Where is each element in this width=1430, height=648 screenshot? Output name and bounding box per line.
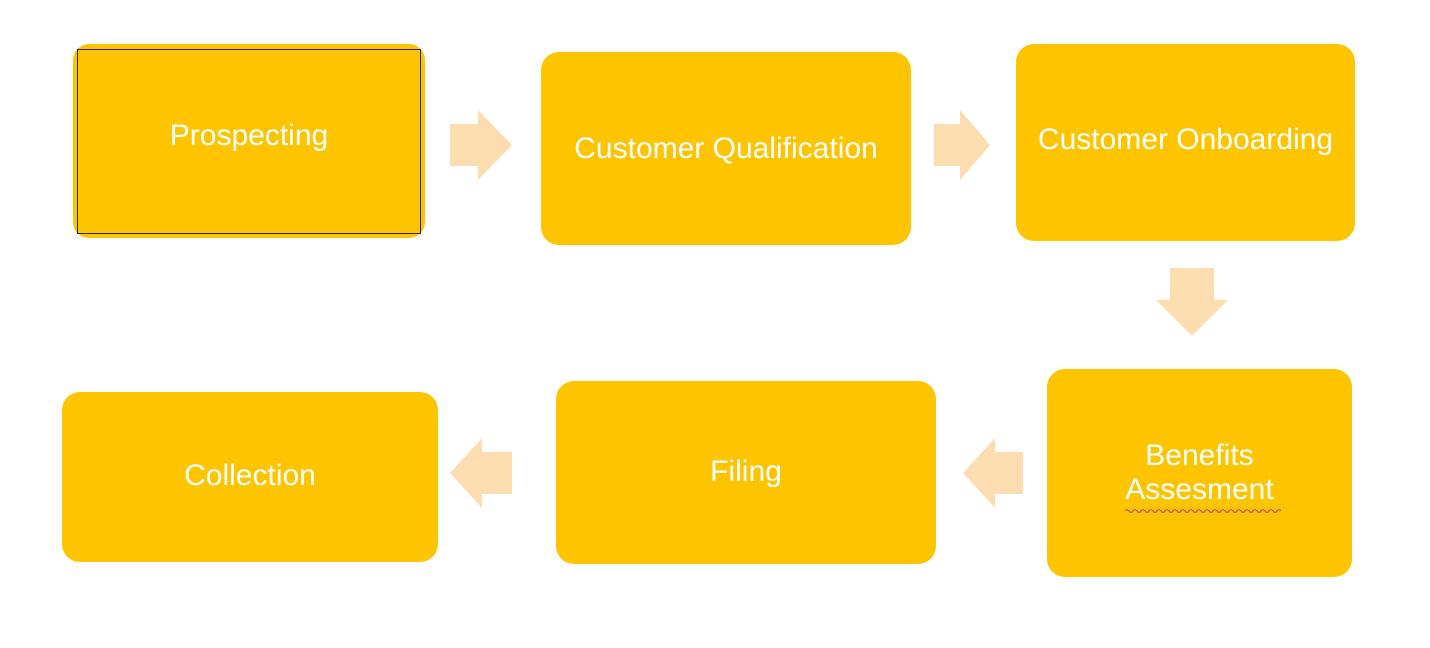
step-filing[interactable]: Filing — [556, 381, 936, 564]
arrow-right-icon — [450, 110, 512, 180]
step-benefits-assesment[interactable]: Benefits Assesment — [1047, 369, 1352, 577]
arrow-shape — [934, 110, 990, 180]
step-collection[interactable]: Collection — [62, 392, 438, 562]
step-prospecting[interactable]: Prospecting — [73, 44, 425, 238]
arrow-shape — [450, 110, 512, 180]
arrow-left-icon — [963, 438, 1023, 508]
step-label: Customer Qualification — [574, 131, 878, 165]
step-label-line2: Assesment — [1125, 473, 1274, 506]
arrow-right-icon — [934, 110, 990, 180]
spellcheck-underline — [1125, 508, 1282, 513]
step-label: Filing — [710, 454, 782, 488]
arrow-shape — [450, 438, 512, 508]
step-label: Customer Onboarding — [1037, 122, 1334, 156]
step-label: Collection — [184, 458, 316, 492]
step-label: Prospecting — [169, 119, 329, 152]
arrow-down-icon — [1156, 268, 1228, 336]
arrow-shape — [1156, 268, 1228, 336]
arrow-left-icon — [450, 438, 512, 508]
arrow-shape — [963, 438, 1023, 508]
step-customer-onboarding[interactable]: Customer Onboarding — [1016, 44, 1355, 241]
step-label-line1: Benefits — [1145, 439, 1254, 472]
step-customer-qualification[interactable]: Customer Qualification — [541, 52, 911, 245]
